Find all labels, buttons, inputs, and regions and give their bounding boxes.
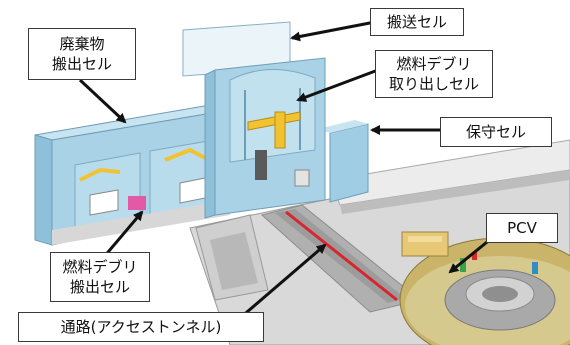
transfer-cell-label: 搬送セル — [370, 8, 464, 36]
arrow-pointer-icon — [78, 20, 493, 320]
debris-retrieval-cell-label: 燃料デブリ 取り出しセル — [375, 50, 493, 98]
maintenance-cell — [318, 120, 369, 203]
waste-export-cell — [34, 104, 231, 246]
maintenance-cell-label: 保守セル — [440, 117, 552, 147]
access-tunnel-label: 通路(アクセストンネル) — [18, 312, 264, 342]
pcv-label: PCV — [486, 213, 558, 243]
access-tunnel — [260, 204, 422, 313]
waste-cell-label: 廃棄物 搬出セル — [28, 28, 136, 80]
debris-export-cell-label: 燃料デブリ 搬出セル — [50, 252, 150, 302]
pcv-area — [399, 231, 570, 345]
